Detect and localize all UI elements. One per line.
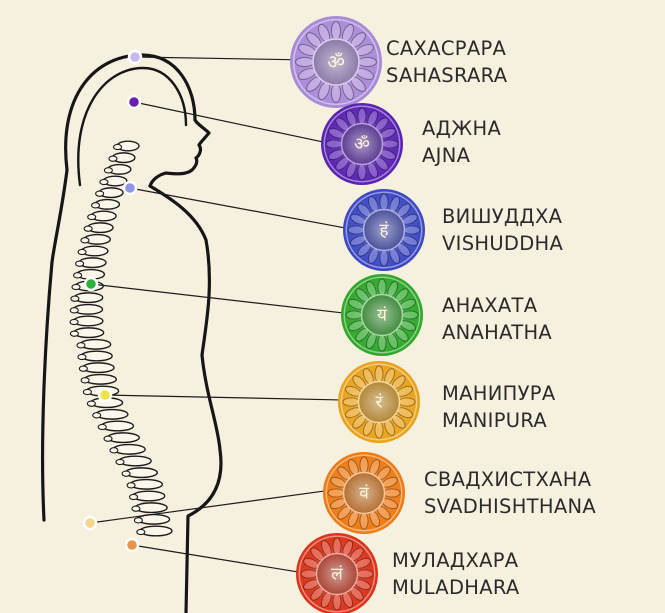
chakra-label-ajna: АДЖНА AJNA <box>422 115 501 169</box>
chakra-mandala-manipura: रं <box>338 361 420 443</box>
chakra-seed-glyph: रं <box>375 393 383 413</box>
chakra-seed-glyph: वं <box>359 484 369 504</box>
connector-line-ajna <box>133 101 324 143</box>
chakra-name-en: MULADHARA <box>392 576 520 599</box>
vertebra-process <box>95 190 105 197</box>
vertebra-process <box>126 482 136 489</box>
vertebra-process <box>90 202 101 209</box>
vertebra-process <box>109 447 119 454</box>
chakra-seed-glyph: लं <box>331 565 343 585</box>
vertebra-process <box>73 272 83 279</box>
vertebra-process <box>86 400 96 407</box>
chakra-label-sahasrara: САХАСРАРА SAHASRARA <box>386 35 507 89</box>
vertebra-process <box>69 330 79 337</box>
chakra-label-vishuddha: ВИШУДДХА VISHUDDHA <box>442 203 563 257</box>
vertebra-process <box>113 143 123 151</box>
chakra-name-ru: АНАХАТА <box>442 294 538 317</box>
vertebra-process <box>92 412 102 419</box>
vertebra-process <box>80 237 90 244</box>
vertebra-process <box>76 342 86 349</box>
vertebra-process <box>78 365 88 372</box>
chakra-name-en: ANAHATHA <box>442 321 553 344</box>
chakra-name-ru: САХАСРАРА <box>386 37 507 60</box>
vertebra-process <box>115 458 125 466</box>
vertebra-process <box>69 318 79 326</box>
vertebra-process <box>75 260 85 267</box>
chakra-label-anahata: АНАХАТА ANAHATHA <box>442 292 552 346</box>
vertebra-process <box>83 225 93 232</box>
chakra-seed-glyph: हं <box>379 221 389 241</box>
chakra-name-ru: АДЖНА <box>422 117 502 140</box>
vertebra-process <box>70 295 80 302</box>
chakra-seed-glyph: ॐ <box>354 135 370 155</box>
connector-line-sahasrara <box>134 56 293 61</box>
chakra-name-ru: ВИШУДДХА <box>442 205 563 228</box>
head-outline <box>64 53 211 188</box>
vertebra-process <box>82 388 92 396</box>
chakra-mandala-sahasrara: ॐ <box>290 16 382 108</box>
vertebra-process <box>103 435 113 442</box>
body-silhouette <box>40 53 223 613</box>
chakra-mandala-svadhishthana: वं <box>323 452 405 534</box>
head-inner-outline <box>77 66 188 187</box>
chakra-name-en: AJNA <box>422 144 471 167</box>
vertebra-process <box>69 307 79 314</box>
chakra-name-en: VISHUDDHA <box>442 232 564 255</box>
vertebra-process <box>97 423 107 431</box>
chakra-mandalas: ॐ ॐ हं यं रं वं लं <box>290 16 425 613</box>
chakra-mandala-vishuddha: हं <box>343 189 425 271</box>
connector-lines <box>89 56 346 573</box>
vertebra-process <box>87 213 97 221</box>
vertebra-process <box>136 528 146 536</box>
chakra-dot-anahata <box>83 276 99 292</box>
chakra-label-muladhara: МУЛАДХАРА MULADHARA <box>392 547 520 601</box>
body-chakra-dots <box>82 49 143 553</box>
chakra-seed-glyph: ॐ <box>327 50 345 73</box>
vertebra-process <box>99 178 109 186</box>
connector-line-muladhara <box>131 544 299 573</box>
vertebra-process <box>131 505 141 512</box>
connector-line-manipura <box>104 394 341 401</box>
vertebra-process <box>128 493 139 501</box>
chakra-dot-svadhishthana <box>82 515 98 531</box>
spine <box>69 140 173 537</box>
chakra-name-ru: МАНИПУРА <box>442 382 556 405</box>
chakra-dot-muladhara <box>124 537 140 553</box>
vertebra-process <box>77 248 87 256</box>
vertebra-process <box>103 167 113 174</box>
front-outline <box>148 184 223 613</box>
connector-line-vishuddha <box>129 187 346 229</box>
vertebra-process <box>80 377 90 384</box>
vertebra-process <box>71 283 81 291</box>
chakra-dot-manipura <box>97 387 113 403</box>
neck-back-outline <box>40 168 69 522</box>
chakra-label-svadhishthana: СВАДХИСТХАНА SVADHISHTHANA <box>424 466 596 520</box>
chakra-mandala-ajna: ॐ <box>321 103 403 185</box>
chakra-dot-ajna <box>126 94 142 110</box>
chakra-name-en: SAHASRARA <box>386 64 508 87</box>
chakra-mandala-muladhara: लं <box>296 533 378 613</box>
connector-line-anahata <box>90 283 344 314</box>
chakra-name-ru: МУЛАДХАРА <box>392 549 519 572</box>
vertebra-process <box>108 155 118 162</box>
vertebra-process <box>77 353 87 361</box>
vertebra-process <box>133 517 143 524</box>
chakra-label-manipura: МАНИПУРА MANIPURA <box>442 380 555 434</box>
chakra-name-en: MANIPURA <box>442 409 548 432</box>
chakra-mandala-anahata: यं <box>341 274 423 356</box>
vertebra-process <box>121 470 131 477</box>
connector-line-svadhishthana <box>89 490 326 524</box>
chakra-name-en: SVADHISHTHANA <box>424 495 597 518</box>
chakra-seed-glyph: यं <box>377 306 388 326</box>
chakra-dot-vishuddha <box>122 180 138 196</box>
chakra-name-ru: СВАДХИСТХАНА <box>424 468 592 491</box>
chakra-dot-sahasrara <box>127 49 143 65</box>
